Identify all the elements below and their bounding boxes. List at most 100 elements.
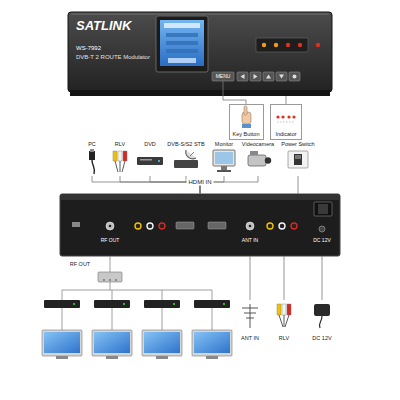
- rear-panel-ports: [208, 222, 226, 229]
- indicator-leds: [274, 43, 278, 47]
- rear-panel-ports: [135, 223, 141, 229]
- device-label: ANT IN: [241, 335, 259, 341]
- output-device: ANT IN: [235, 300, 265, 342]
- tv-sets: [192, 330, 232, 356]
- connector-line: [250, 256, 251, 300]
- rca-plugs-icon: [279, 315, 289, 327]
- device-label: Videocamera: [242, 141, 274, 147]
- connector-group: [92, 81, 322, 300]
- panel-buttons: [263, 72, 274, 81]
- connector-line: [284, 256, 285, 300]
- rear-panel-ports: [314, 202, 332, 216]
- panel-buttons: [254, 74, 258, 79]
- front-panel-body: [70, 90, 330, 96]
- front-panel-body: [68, 12, 332, 92]
- source-device: RLV: [107, 140, 133, 176]
- hand-icon: [242, 106, 251, 128]
- source-device: Videocamera: [240, 140, 277, 176]
- rf-distribution-wires: [62, 256, 212, 330]
- dvd-player-icon: [140, 159, 152, 161]
- front-panel-body: [68, 12, 332, 96]
- dvd-player-icon: [137, 157, 163, 165]
- text-slot: RF OUT: [68, 261, 92, 267]
- rca-plugs-icon: [113, 151, 127, 172]
- port-label: ANT IN: [242, 238, 258, 244]
- rca-plugs-icon: [277, 304, 291, 327]
- receiver-boxes: [223, 303, 225, 305]
- power-switch-icon: [295, 155, 301, 159]
- dvd-player-icon: [137, 157, 163, 165]
- text-slot: WS-7992: [76, 45, 101, 52]
- source-device: DVD: [137, 140, 163, 176]
- rf-distribution-wires: [212, 308, 213, 330]
- output-device: RLV: [269, 300, 299, 342]
- tv-sets: [44, 332, 80, 353]
- device-label: RLV: [115, 141, 125, 147]
- tv-sets: [92, 330, 132, 356]
- hand-icon: [242, 124, 251, 128]
- device-label: Power Switch: [281, 141, 314, 147]
- receiver-boxes: [173, 303, 175, 305]
- indicator-leds: [256, 38, 320, 52]
- receiver-boxes: [123, 303, 125, 305]
- panel-buttons: [212, 72, 300, 81]
- lcd-screen: [156, 16, 208, 72]
- panel-buttons: [266, 75, 271, 79]
- rear-panel-ports: [109, 225, 112, 228]
- panel-buttons: [293, 75, 297, 79]
- device-label: DVB-S/S2 STB: [167, 141, 204, 147]
- rear-panel-ports: [246, 222, 254, 230]
- panel-buttons: [289, 72, 300, 81]
- indicator-leds: [316, 43, 320, 47]
- tv-sets: [194, 332, 230, 353]
- video-camera-icon: [248, 151, 271, 166]
- receiver-boxes: [144, 300, 180, 308]
- rear-panel-ports: [267, 223, 273, 229]
- callout-box: Indicator: [270, 104, 302, 140]
- rf-distribution-wires: [62, 290, 212, 291]
- signal-label: HDMI IN: [187, 179, 214, 186]
- satellite-receiver-icon: [174, 150, 198, 168]
- monitor-icon: [221, 166, 227, 170]
- tv-sets: [144, 332, 180, 353]
- lcd-screen: [168, 58, 196, 63]
- rear-panel-ports: [147, 223, 153, 229]
- rf-distribution-wires: [110, 256, 111, 272]
- rf-splitter: [109, 279, 111, 281]
- button-label: MENU: [216, 74, 231, 80]
- connector-line: [298, 176, 299, 194]
- hdmi-cable-icon: [89, 151, 95, 160]
- indicator-icon: [287, 115, 290, 118]
- monitor-icon: [217, 170, 231, 172]
- rca-plugs-icon: [123, 151, 127, 161]
- rf-distribution-wires: [212, 290, 213, 300]
- video-camera-icon: [250, 151, 258, 155]
- lcd-screen: [166, 49, 198, 53]
- panel-text: SATLINK: [76, 19, 131, 34]
- rear-panel-ports: [159, 223, 165, 229]
- indicator-icon: [276, 115, 295, 122]
- indicator-leds: [286, 43, 290, 47]
- receiver-boxes: [73, 303, 75, 305]
- device-label: DC 12V: [312, 335, 331, 341]
- lcd-screen: [164, 23, 200, 28]
- panel-buttons: [241, 74, 245, 79]
- receiver-boxes: [94, 300, 130, 308]
- indicator-icon: [277, 122, 295, 123]
- panel-buttons: [250, 72, 261, 81]
- callout-label: Indicator: [275, 131, 296, 137]
- text-slot: DVB-T 2 ROUTE Modulator: [76, 54, 150, 61]
- callout-label: Key Button: [233, 131, 260, 137]
- lcd-screen: [166, 33, 198, 37]
- rca-plugs-icon: [115, 161, 125, 172]
- device-label: RLV: [279, 335, 289, 341]
- rf-distribution-wires: [62, 308, 63, 330]
- indicator-leds: [298, 43, 302, 47]
- text-slot: HDMI IN: [187, 179, 214, 186]
- rf-distribution-wires: [112, 308, 113, 330]
- video-camera-icon: [248, 155, 266, 166]
- indicator-leds: [262, 43, 266, 47]
- rear-panel: RF OUTANT INDC 12V: [60, 194, 340, 256]
- port-label: RF OUT: [68, 261, 92, 267]
